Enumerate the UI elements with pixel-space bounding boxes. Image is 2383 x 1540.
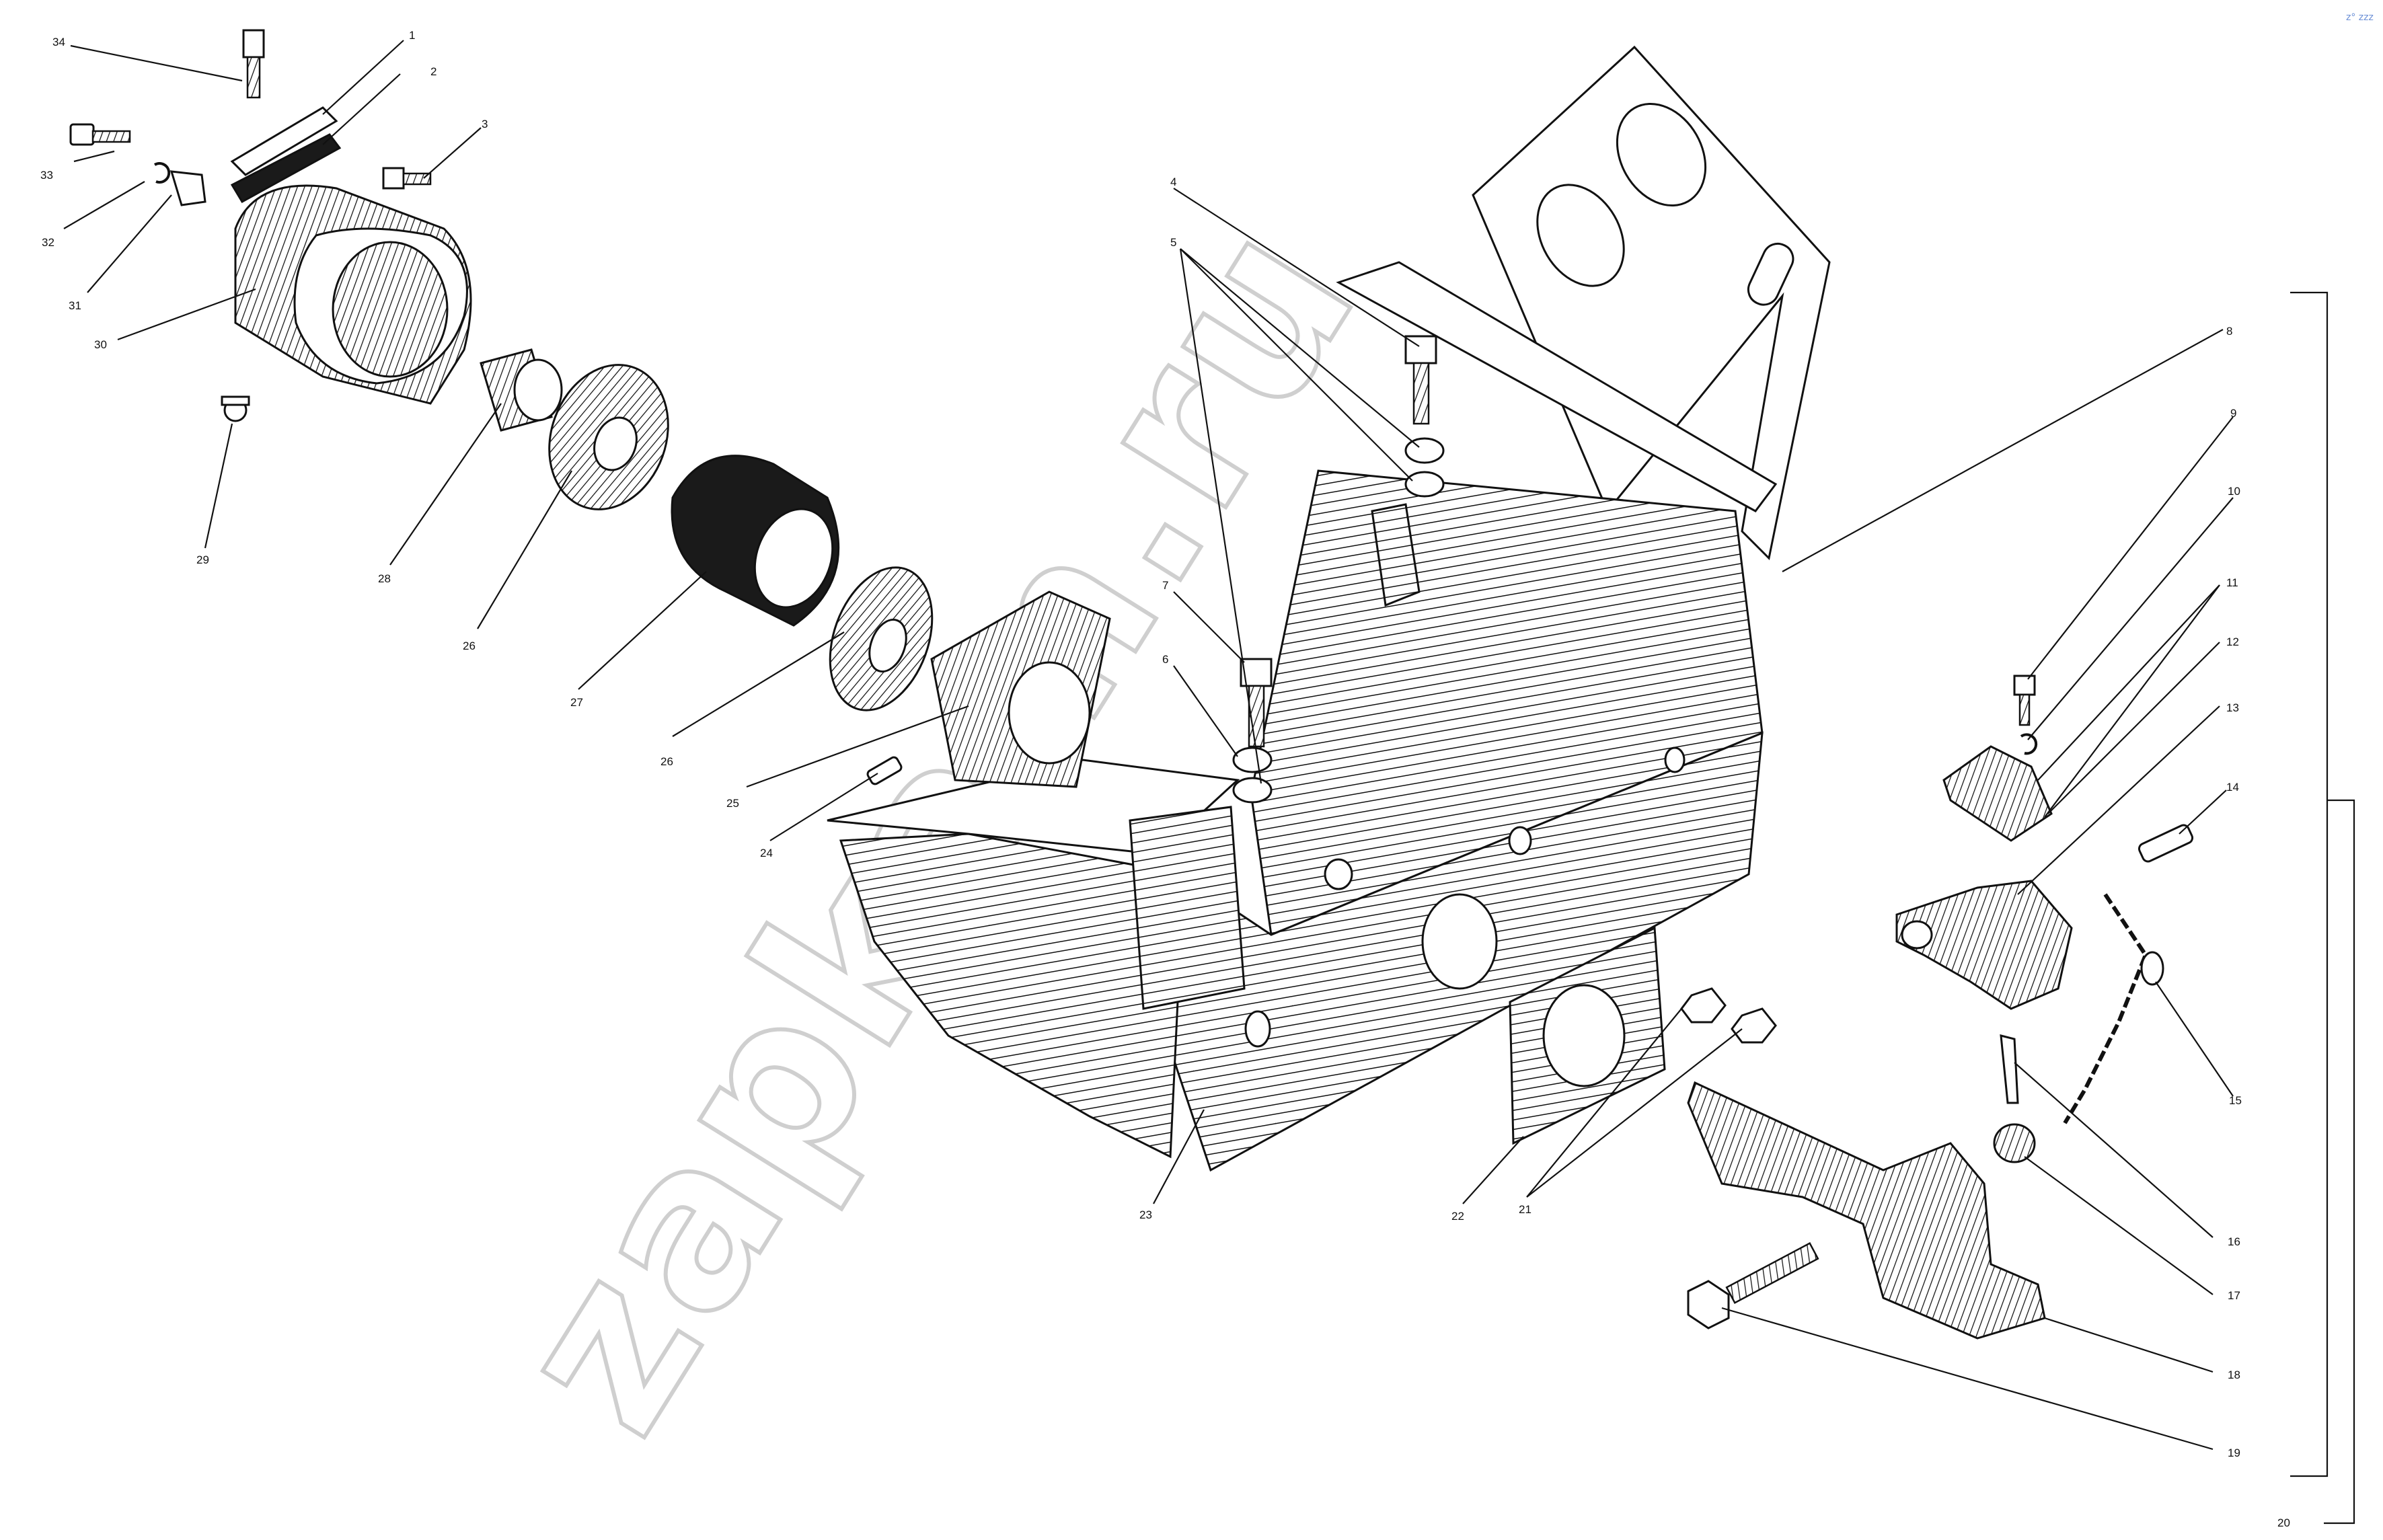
callout-32: 32	[42, 236, 54, 249]
nut-21	[1680, 987, 1777, 1044]
callout-26-lower: 26	[660, 755, 673, 768]
bolt-34	[242, 29, 265, 99]
grease-fitting-29	[221, 395, 250, 422]
corner-mark: z° zzz	[2346, 12, 2374, 23]
washer-32	[153, 162, 171, 184]
callout-30: 30	[94, 338, 107, 351]
callout-7: 7	[1162, 579, 1168, 592]
main-bracket-frame	[827, 45, 1831, 1172]
callout-1: 1	[409, 29, 415, 42]
callout-28: 28	[378, 572, 391, 585]
callout-8: 8	[2226, 325, 2232, 338]
roller-27	[671, 455, 840, 627]
callout-labels: 1 2 3 4 5 6 7 8 9 10 11 12 13 14 15 16 1…	[40, 29, 2290, 1529]
callout-20: 20	[2277, 1516, 2290, 1529]
washer-26-lower	[829, 566, 934, 711]
callout-16: 16	[2228, 1235, 2240, 1248]
callout-34: 34	[52, 36, 65, 48]
washer-5-mid	[1232, 777, 1273, 804]
bolt-4	[1404, 335, 1437, 425]
leader-lines	[63, 40, 2355, 1525]
shim-plate-22	[1509, 926, 1666, 1145]
callout-4: 4	[1170, 176, 1176, 188]
washer-5-lower	[1404, 471, 1445, 498]
callout-14: 14	[2226, 781, 2239, 794]
washer-6	[1232, 746, 1273, 773]
callout-24: 24	[760, 847, 773, 859]
lock-plate-31	[169, 170, 206, 206]
bolt-9	[2013, 675, 2036, 726]
callout-3: 3	[482, 118, 488, 130]
bolt-7	[1240, 658, 1273, 748]
cotter-pin-16	[2000, 1034, 2019, 1104]
nut-17	[1993, 1123, 2036, 1163]
callout-11: 11	[2226, 576, 2238, 589]
callout-33: 33	[40, 169, 53, 182]
callout-12: 12	[2226, 636, 2239, 648]
plate-1	[230, 106, 338, 176]
callout-19: 19	[2228, 1447, 2240, 1459]
callout-15: 15	[2229, 1094, 2242, 1107]
callout-25: 25	[726, 797, 739, 810]
callout-9: 9	[2230, 407, 2236, 420]
hook-body-13	[1895, 880, 2073, 1010]
housing-30	[234, 184, 472, 405]
hook-18	[1687, 1081, 2046, 1340]
callout-10: 10	[2228, 485, 2240, 498]
callout-27: 27	[570, 696, 583, 709]
callout-22: 22	[1451, 1210, 1464, 1223]
plate-2	[230, 133, 342, 204]
bolt-19	[1687, 1241, 1819, 1330]
callout-26-upper: 26	[463, 640, 476, 652]
callout-6: 6	[1162, 653, 1168, 666]
bolt-3	[382, 167, 432, 190]
bushing-28	[480, 348, 563, 432]
flange-25	[930, 590, 1111, 788]
callout-2: 2	[430, 65, 437, 78]
callout-18: 18	[2228, 1369, 2240, 1381]
bolt-33	[69, 123, 131, 146]
washer-26-upper	[548, 364, 669, 510]
callout-17: 17	[2228, 1289, 2240, 1302]
callout-23: 23	[1139, 1208, 1152, 1221]
callout-29: 29	[196, 553, 209, 566]
callout-31: 31	[69, 299, 81, 312]
latch-11	[1942, 745, 2053, 842]
washer-10	[2020, 733, 2038, 755]
chain-15	[2063, 893, 2164, 1124]
callout-5: 5	[1170, 236, 1176, 249]
callout-13: 13	[2226, 701, 2239, 714]
pin-14	[2138, 824, 2194, 863]
washer-5-upper	[1404, 437, 1445, 464]
callout-21: 21	[1519, 1203, 1531, 1216]
